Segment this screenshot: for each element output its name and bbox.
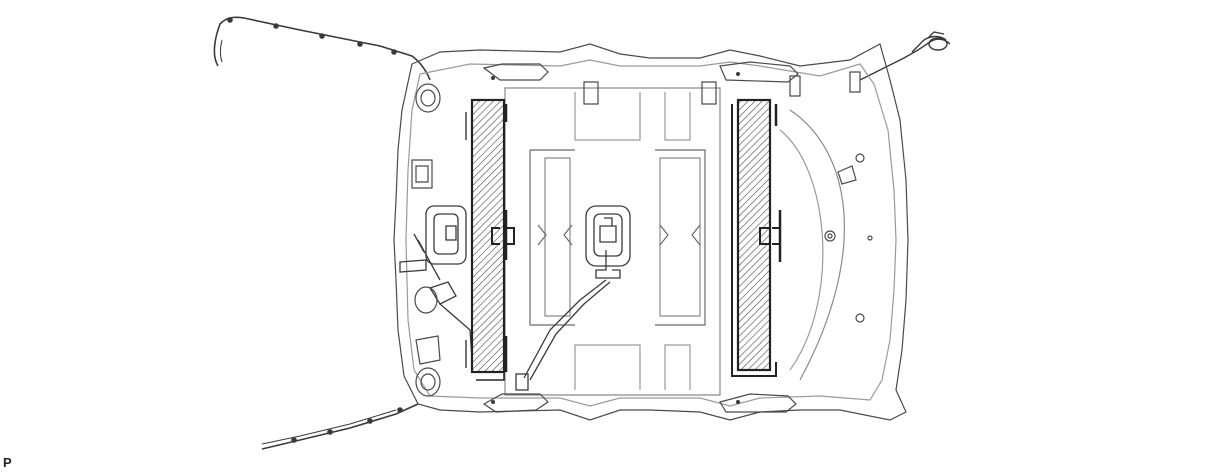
dome-light-center: [515, 205, 631, 391]
wire-harness-left: [213, 16, 431, 81]
wire-harness-front: [859, 31, 951, 81]
wire-harness-bottom-left: [261, 403, 419, 450]
right-pad-hatched: [731, 98, 782, 377]
fastener-dots: [491, 72, 740, 404]
headliner-outline: [393, 43, 909, 421]
figure-code-label: P: [3, 455, 12, 470]
left-pad-hatched: [465, 98, 515, 381]
